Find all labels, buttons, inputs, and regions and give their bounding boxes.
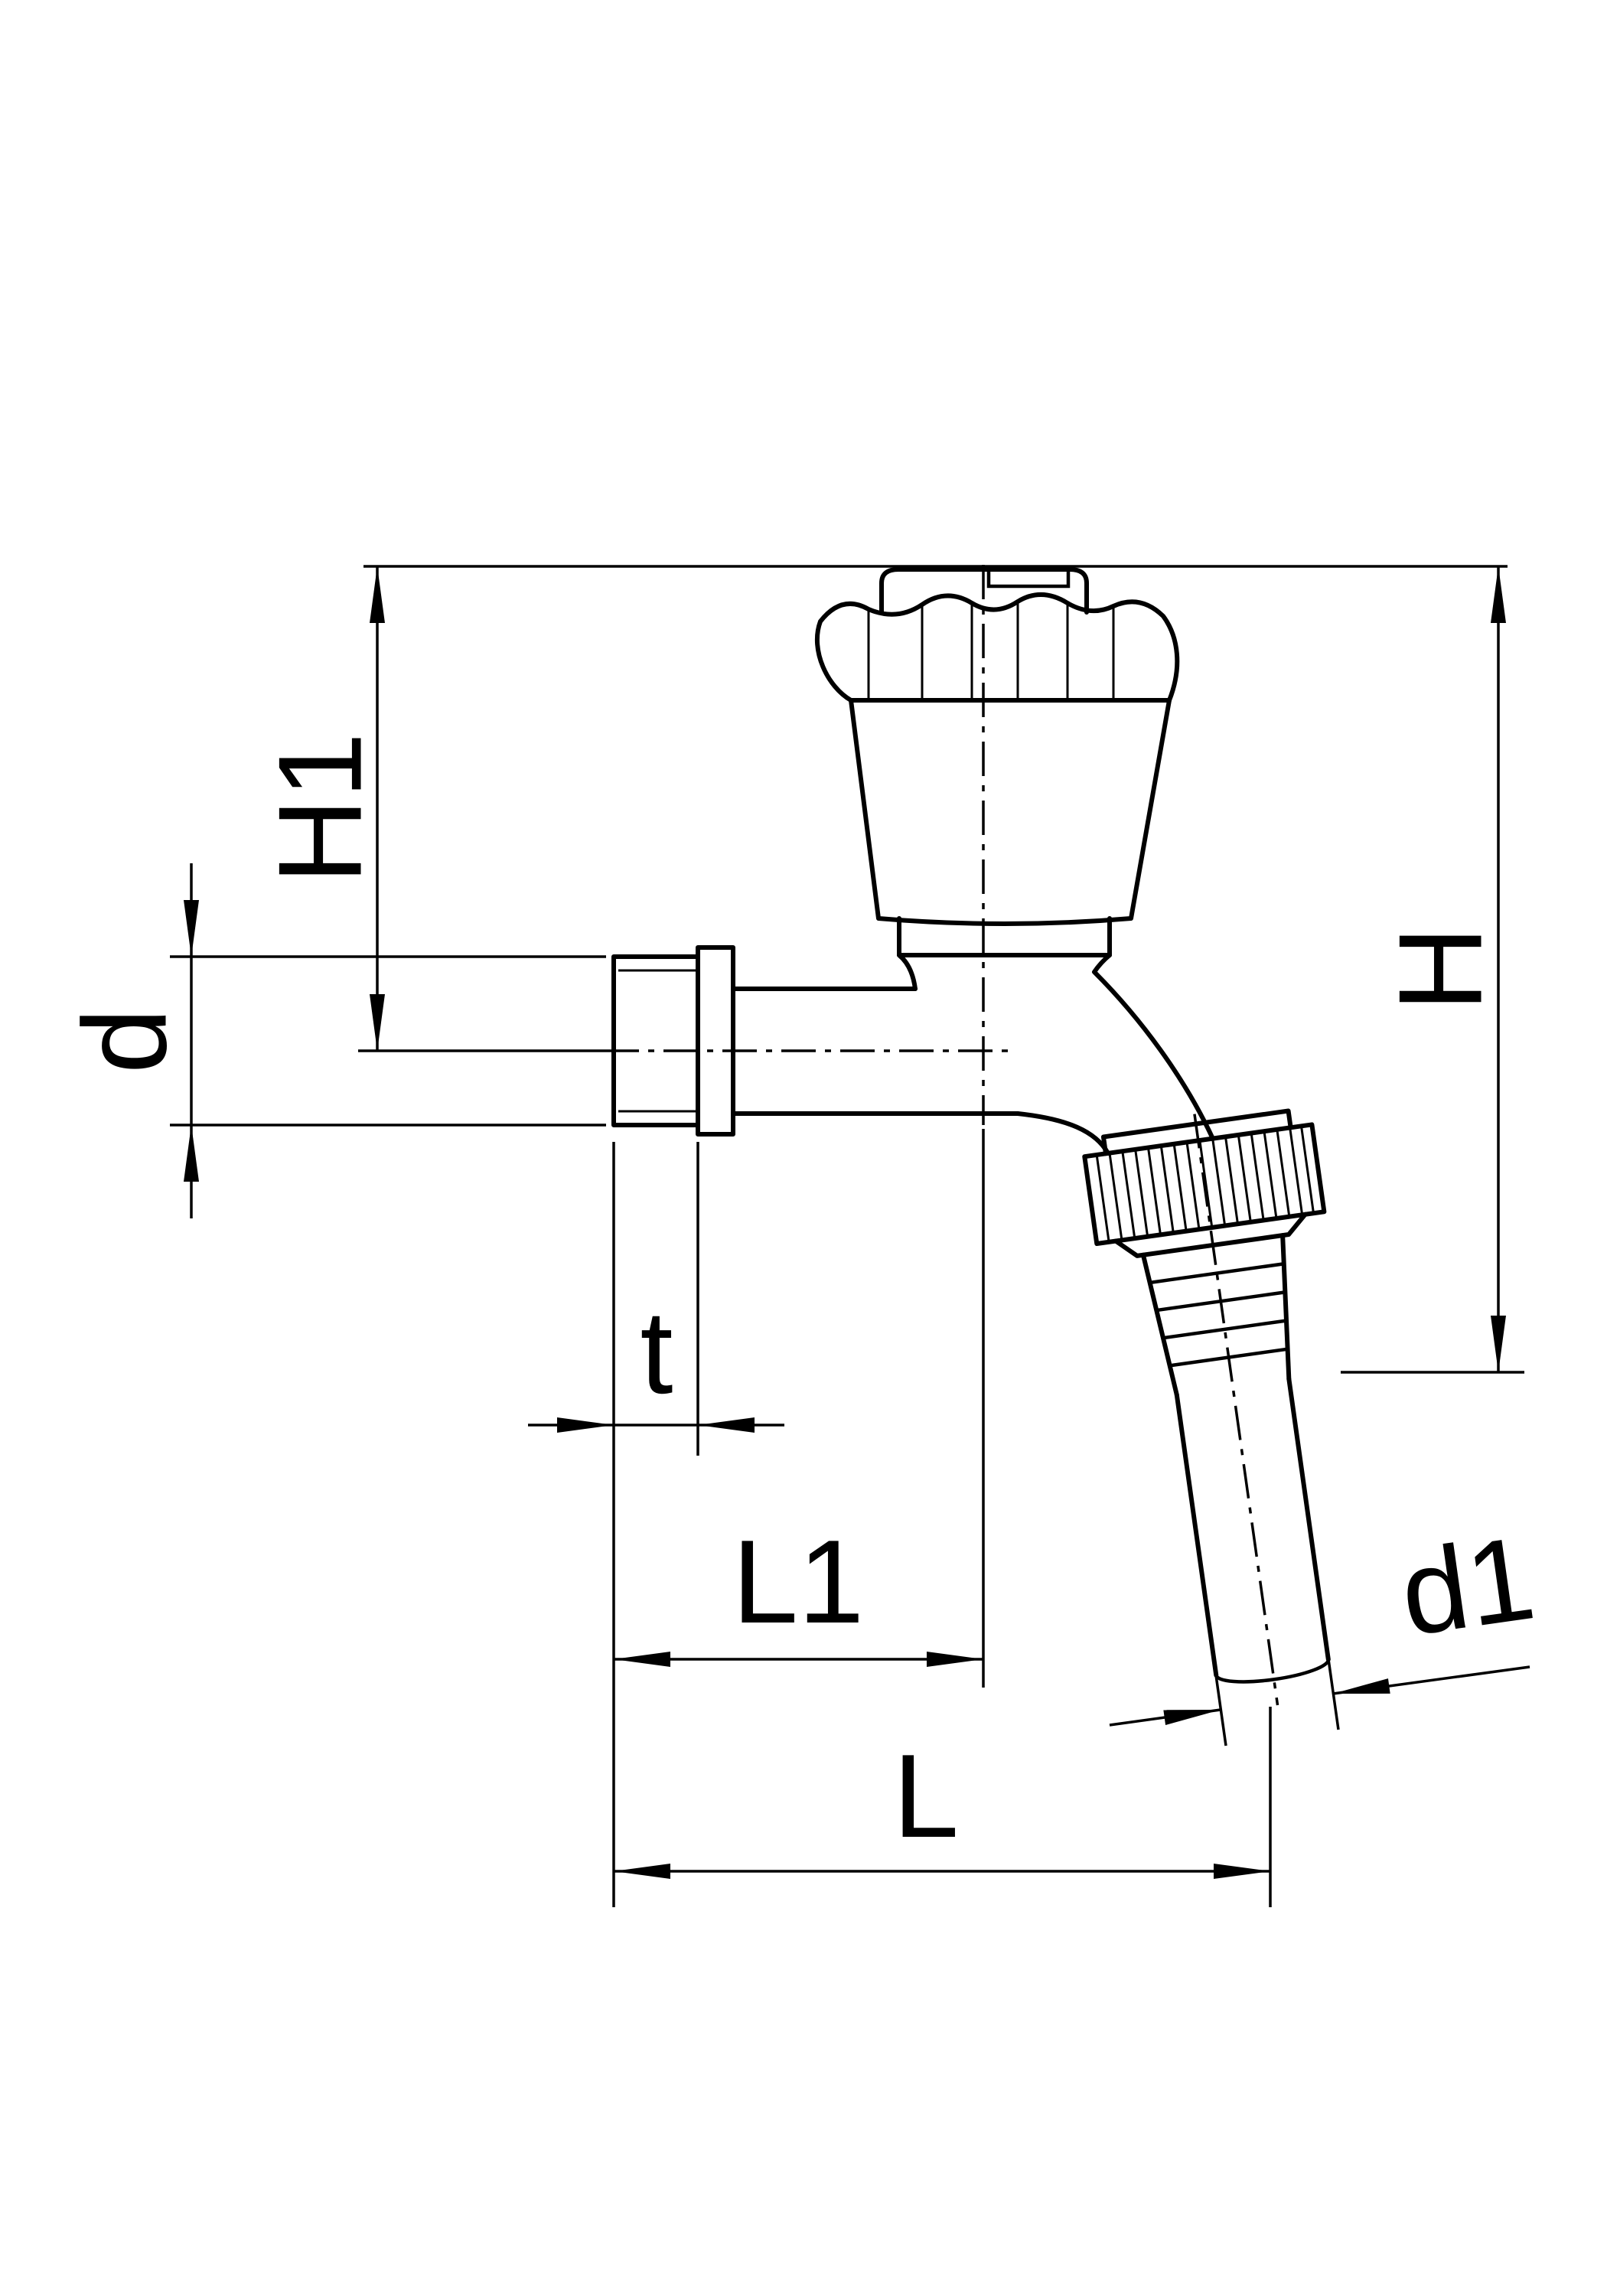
dimension-label-d: d	[59, 1008, 191, 1074]
dimension-label-l: L	[893, 1730, 959, 1862]
nut-to-barb-bevel	[1113, 1212, 1308, 1258]
faucet-outline	[611, 567, 1331, 1706]
inlet-flange	[696, 945, 735, 1137]
dimension-lines	[184, 566, 1530, 1879]
hose-barb-edges	[1140, 1233, 1292, 1397]
dimension-label-l1: L1	[732, 1515, 864, 1648]
handle-cap-detail	[986, 567, 1071, 589]
hose-barb-ribs	[1148, 1262, 1289, 1368]
dimension-label-h1: H1	[254, 732, 386, 884]
spout-inner-edge	[1015, 1111, 1110, 1156]
body-left-edge	[897, 953, 918, 991]
d1-arrow-left	[1109, 1708, 1221, 1727]
d1-arrow-right	[1332, 1665, 1530, 1695]
dimension-labels: H1 d H t L1 L d1	[59, 732, 1542, 1862]
hose-spout-end	[1214, 1657, 1331, 1684]
dimension-label-h: H	[1374, 926, 1507, 1012]
thread-relief-lines	[618, 969, 698, 1113]
d1-left-extension	[1214, 1675, 1227, 1746]
thread-body	[611, 954, 700, 1127]
union-washer	[1100, 1108, 1293, 1156]
threaded-inlet	[611, 945, 735, 1137]
hose-union	[1082, 1108, 1331, 1706]
extension-lines	[170, 565, 1524, 1907]
hose-spout-tube	[1174, 1376, 1331, 1678]
handle-knob-flutes	[867, 603, 1115, 699]
bonnet	[897, 916, 1112, 957]
handle-skirt	[849, 698, 1172, 926]
handle-knob	[815, 592, 1180, 703]
handle-cap	[879, 567, 1089, 615]
nut-knurling	[1095, 1127, 1315, 1241]
centerlines	[605, 565, 1010, 1125]
hose-union-axis	[1193, 1114, 1279, 1706]
union-nut	[1082, 1122, 1327, 1247]
dimension-label-d1: d1	[1393, 1511, 1542, 1660]
dimension-label-t: t	[640, 1286, 673, 1418]
spout-outer-edge	[1092, 953, 1215, 1141]
